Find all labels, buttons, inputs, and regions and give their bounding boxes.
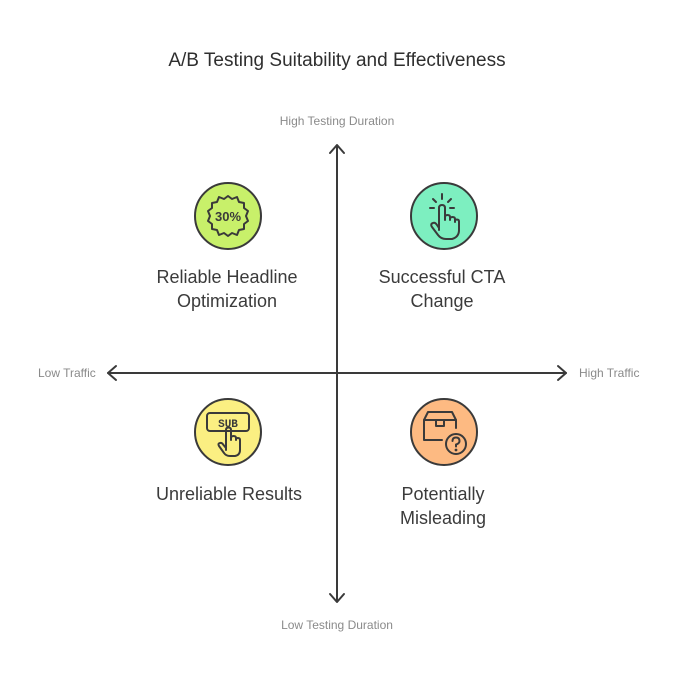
quadrant-label-bottom-left-line1: Unreliable Results <box>155 484 303 504</box>
horizontal-axis-arrow-right <box>557 365 567 381</box>
vertical-axis-arrow-top <box>329 144 345 154</box>
quadrant-label-top-right: Successful CTA Change <box>332 265 552 313</box>
quadrant-label-bottom-right-line2: Misleading <box>399 508 487 528</box>
vertical-axis-arrow-bottom <box>329 593 345 603</box>
headline-badge-icon: 30% <box>194 182 262 250</box>
quadrant-label-bottom-right-line1: Potentially <box>401 484 485 504</box>
quadrant-label-top-left-line1: Reliable Headline <box>156 267 298 287</box>
quadrant-label-top-left-line2: Optimization <box>176 291 278 311</box>
quadrant-label-top-left: Reliable Headline Optimization <box>117 265 337 313</box>
quadrant-label-bottom-right: Potentially Misleading <box>333 482 553 530</box>
subscribe-button-text: SUB <box>218 419 238 431</box>
tap-hand-icon <box>410 182 478 250</box>
subscribe-click-icon: SUB <box>194 398 262 466</box>
badge-percent-text: 30% <box>215 209 241 224</box>
axis-label-right: High Traffic <box>579 366 640 380</box>
axis-label-top: High Testing Duration <box>279 114 395 128</box>
diagram-title: A/B Testing Suitability and Effectivenes… <box>168 50 506 71</box>
axis-label-left: Low Traffic <box>38 366 96 380</box>
package-question-icon <box>410 398 478 466</box>
quadrant-label-top-right-line1: Successful CTA <box>378 267 506 287</box>
quadrant-label-top-right-line2: Change <box>410 291 474 311</box>
horizontal-axis-arrow-left <box>107 365 117 381</box>
quadrant-label-bottom-left: Unreliable Results <box>119 482 339 506</box>
axis-label-bottom: Low Testing Duration <box>281 618 393 632</box>
